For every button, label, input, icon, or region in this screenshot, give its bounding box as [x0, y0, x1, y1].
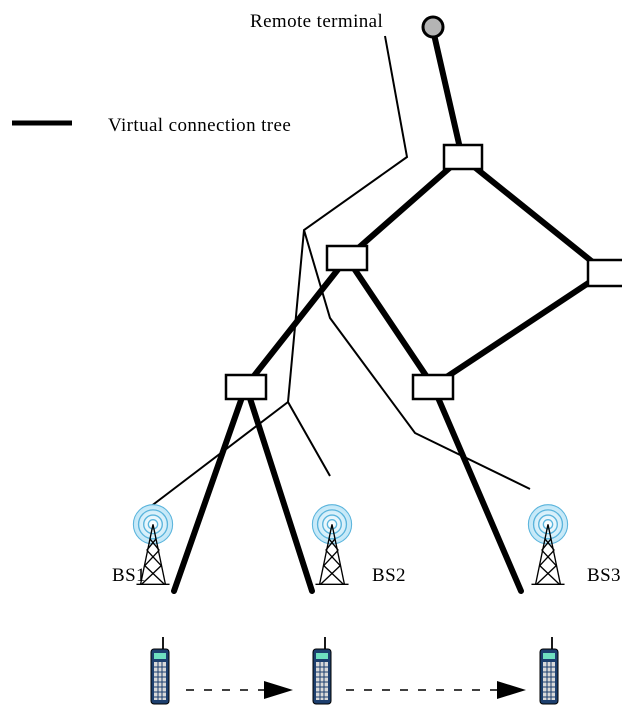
base-station-antenna-icon [527, 504, 569, 585]
tree-link-root [430, 27, 465, 160]
mobile-phone-icon [312, 637, 332, 705]
virtual-connection-tree [171, 27, 608, 594]
switch-right [586, 258, 622, 288]
mobile-phone-icon [150, 637, 170, 705]
remote-terminal-node-icon [421, 15, 445, 39]
bs3-label: BS3 [587, 565, 621, 586]
switch-bs12 [224, 373, 268, 401]
arrow-right-icon [264, 681, 293, 699]
tree-link-e [430, 269, 608, 389]
tree-link-d [344, 255, 436, 389]
tree-link-bs3 [430, 383, 524, 594]
tree-link-bs1 [171, 383, 249, 594]
thin-line-3 [303, 229, 531, 490]
bs1-label: BS1 [112, 565, 146, 586]
base-station-antenna-icon [311, 504, 353, 585]
tree-link-a [344, 154, 465, 261]
remote-terminal-label: Remote terminal [250, 11, 383, 32]
switch-bs3 [411, 373, 455, 401]
arrow-right-icon [497, 681, 526, 699]
tree-link-bs2 [243, 383, 315, 594]
switch-left [325, 244, 369, 272]
switch-root [442, 143, 484, 171]
tree-link-c [243, 255, 350, 389]
bs2-label: BS2 [372, 565, 406, 586]
mobile-phone-icon [539, 637, 559, 705]
legend-label: Virtual connection tree [108, 115, 291, 136]
tree-link-b [459, 154, 608, 275]
